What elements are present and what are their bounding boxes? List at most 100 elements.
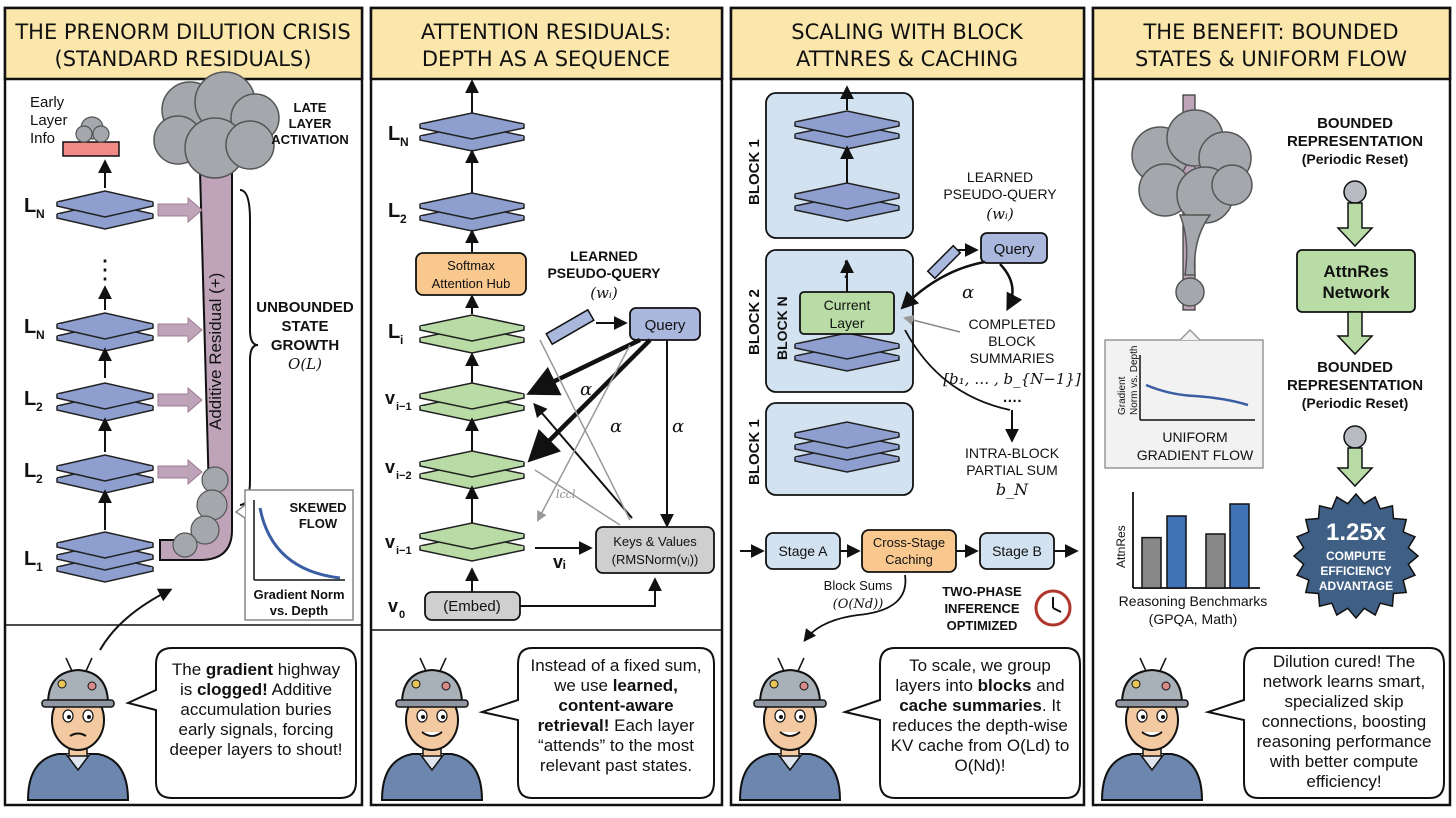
p2-sub-v2: i−2 — [396, 470, 412, 482]
panel2-layer-stacks — [419, 79, 525, 562]
panel2-title-line2: DEPTH AS A SEQUENCE — [422, 47, 670, 71]
uniform-caption-line2: GRADIENT FLOW — [1137, 447, 1254, 463]
growth-line3: GROWTH — [271, 337, 339, 354]
panel1-layer-stacks — [56, 159, 203, 583]
uniform-axis-line2: Norm vs. Depth — [1129, 346, 1140, 415]
panel3-layer-stacks — [794, 85, 900, 473]
p2-sub-v3: i−1 — [396, 545, 412, 557]
p3-pseudo-query-vector — [926, 244, 962, 280]
p1-stack-l1 — [56, 531, 154, 583]
panel3-diagram: BLOCK 1 BLOCK 2 BLOCK N BLOCK 1 ⋮ Curren… — [740, 85, 1081, 643]
kv-line1: Keys & Values — [613, 534, 697, 549]
efficiency-badge — [1292, 492, 1420, 620]
panel1-title-line1: THE PRENORM DILUTION CRISIS — [14, 20, 350, 44]
scientist-panel2 — [380, 657, 484, 801]
p2-sub-l2: 2 — [400, 212, 407, 226]
bar-caption-line2: (GPQA, Math) — [1149, 611, 1238, 627]
p2-label-l2: L — [388, 200, 400, 222]
panel3-header — [729, 6, 1086, 81]
p2-stack-ln — [419, 112, 525, 152]
panel3-title-line1: SCALING WITH BLOCK — [791, 20, 1024, 44]
growth-line2: STATE — [282, 318, 329, 335]
p1-sub-l2-b: 2 — [36, 472, 43, 486]
scientist-panel3 — [738, 657, 842, 801]
early-info-line2: Layer — [30, 112, 68, 129]
benchmark-bars — [1141, 503, 1250, 589]
panel4-title-line2: STATES & UNIFORM FLOW — [1135, 47, 1407, 71]
p2-faint-label: l𝑐𝑐𝑙 — [556, 488, 576, 501]
uniform-flow-curve — [1145, 383, 1249, 407]
p2-sub-li: i — [400, 333, 403, 347]
attnres-network-box — [1296, 249, 1416, 313]
current-layer-line2: Layer — [829, 315, 864, 331]
two-phase-line3: OPTIMIZED — [947, 618, 1018, 633]
late-activation-line3: ACTIVATION — [271, 132, 349, 147]
p2-alpha-3: α — [610, 416, 622, 437]
current-layer-box — [799, 291, 895, 335]
p2-pq-line2: PSEUDO-QUERY — [547, 265, 661, 281]
growth-line1: UNBOUNDED — [256, 299, 354, 316]
p2-sub-v1: i−1 — [396, 401, 412, 413]
early-info-line3: Info — [30, 130, 55, 147]
p2-stack-l2 — [419, 192, 525, 232]
completed-line3: SUMMARIES — [970, 350, 1055, 366]
p3-query-label: Query — [994, 241, 1035, 258]
skewed-flow-inset — [244, 489, 354, 621]
scientist-panel4 — [1100, 657, 1204, 801]
bar-caption-line1: Reasoning Benchmarks — [1119, 593, 1268, 609]
p2-label-v2: v — [385, 457, 395, 477]
uniform-axis-line1: Gradient — [1117, 376, 1128, 415]
p2-sub-ln: N — [400, 135, 409, 149]
uniform-caption-line1: UNIFORM — [1162, 429, 1227, 445]
residual-label: Additive Residual (+) — [206, 273, 225, 430]
p1-stack-l2-a — [56, 382, 154, 422]
completed-line2: BLOCK — [988, 333, 1036, 349]
p1-sub-l2-a: 2 — [36, 400, 43, 414]
panel1-header — [3, 6, 364, 81]
p3-ellipsis: ⋮ — [835, 256, 857, 281]
badge-small-3: ADVANTAGE — [1319, 579, 1393, 593]
network-line2: Network — [1322, 283, 1390, 302]
state-node-1 — [1343, 180, 1367, 204]
embed-label: (Embed) — [443, 598, 501, 615]
p1-stack-ln — [56, 312, 154, 352]
p4-bounded-cloud — [1131, 109, 1253, 307]
panel3-speech: To scale, we group layers into blocks an… — [890, 656, 1070, 775]
p1-sub-ln-top: N — [36, 207, 45, 221]
p2-label-v0: v — [388, 596, 398, 616]
late-activation-cloud — [153, 71, 280, 179]
p1-stack-ln-top — [56, 190, 154, 230]
p3-pq-line1: LEARNED — [967, 169, 1033, 185]
panel2-header — [369, 6, 724, 81]
skewed-flow-curve — [258, 507, 341, 580]
benchmark-bar — [1166, 515, 1187, 589]
benchmark-bar — [1141, 536, 1162, 589]
two-phase-line1: TWO-PHASE — [942, 584, 1022, 599]
state-node-2 — [1343, 425, 1367, 449]
p3-stack-b1-top — [794, 110, 900, 150]
p2-stack-v3 — [419, 522, 525, 562]
softmax-line1: Softmax — [447, 258, 495, 273]
speech-bubbles — [125, 647, 1445, 799]
skewed-flow-line1: SKEWED — [289, 500, 346, 515]
stage-a-label: Stage A — [778, 543, 828, 559]
bounded2-line1: BOUNDED — [1317, 359, 1393, 376]
panel1-title-line2: (STANDARD RESIDUALS) — [55, 47, 312, 71]
p1-label-ln: L — [24, 316, 36, 338]
p3-stack-b2 — [794, 332, 900, 372]
p2-alpha-2: α — [580, 379, 592, 400]
p1-sub-l1: 1 — [36, 560, 43, 574]
p1-stack-l2-b — [56, 454, 154, 494]
p2-alpha-1: α — [540, 369, 552, 390]
badge-small-2: EFFICIENCY — [1320, 564, 1391, 578]
p2-pseudo-query-vector — [545, 308, 595, 346]
p2-query-box — [629, 307, 701, 341]
keys-values-box — [595, 526, 715, 574]
clock-icon — [1034, 589, 1072, 627]
bounded2-line3: (Periodic Reset) — [1302, 395, 1409, 411]
panel4-title-line1: THE BENEFIT: BOUNDED — [1142, 20, 1398, 44]
badge-small-1: COMPUTE — [1326, 549, 1386, 563]
uniform-flow-inset — [1104, 339, 1264, 469]
p2-stack-v1 — [419, 382, 525, 422]
